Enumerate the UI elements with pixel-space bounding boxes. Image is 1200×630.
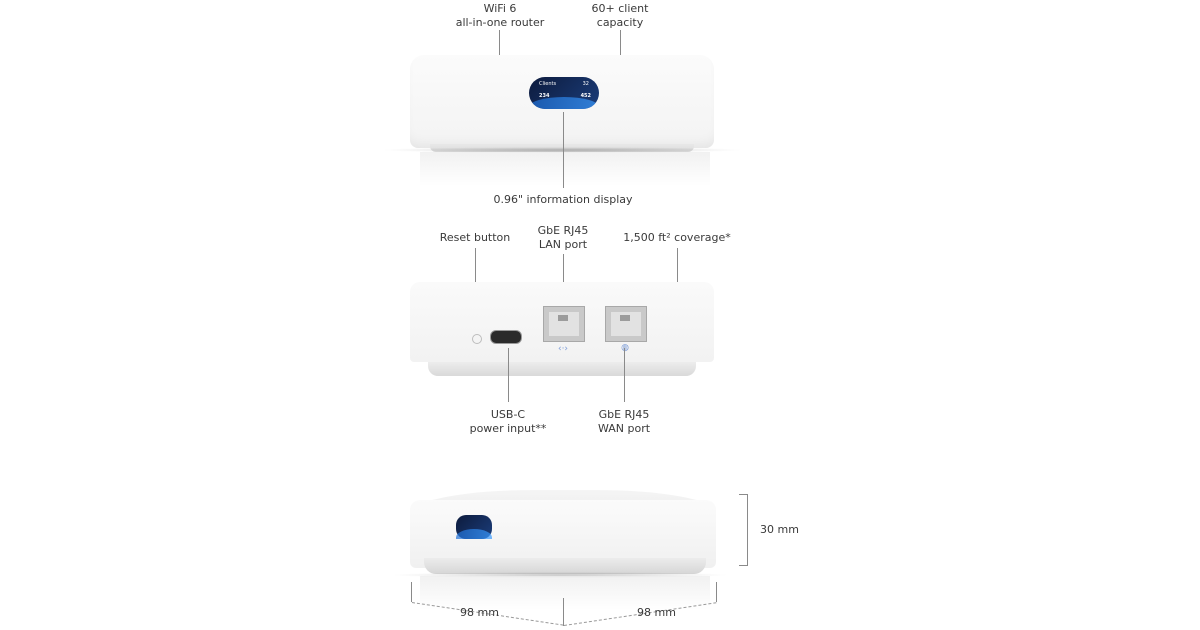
callout-coverage: 1,500 ft² coverage*	[623, 231, 731, 244]
width-dimension-label: 98 mm	[460, 606, 499, 619]
leader-lan	[563, 254, 564, 306]
leader-wan	[624, 348, 625, 402]
router-perspective-view	[410, 500, 716, 574]
callout-reset: Reset button	[439, 231, 511, 244]
width-tick-right	[716, 582, 717, 602]
height-tick-top	[739, 494, 747, 495]
lan-icon: ‹·›	[557, 344, 569, 354]
globe-icon: ◍	[615, 343, 635, 353]
callout-wan: GbE RJ45 WAN port	[597, 408, 651, 435]
usb-c-port	[490, 330, 522, 344]
wan-port	[605, 306, 647, 342]
leader-usbc	[508, 348, 509, 402]
height-dimension-label: 30 mm	[760, 523, 799, 536]
height-tick-bottom	[739, 565, 747, 566]
reset-button	[472, 334, 482, 344]
depth-dimension-label: 98 mm	[637, 606, 676, 619]
lan-port	[543, 306, 585, 342]
perspective-shadow	[390, 572, 730, 578]
callout-wifi: WiFi 6 all-in-one router	[455, 2, 545, 29]
width-tick-center	[563, 598, 564, 626]
front-reflection	[420, 152, 710, 186]
width-tick-left	[411, 582, 412, 602]
screen-clients-count: 32	[582, 81, 589, 87]
screen-download: 234	[539, 93, 550, 99]
height-dimension-line	[747, 494, 748, 566]
leader-coverage	[677, 248, 678, 282]
router-back-view: ‹·› ◍	[410, 282, 714, 376]
leader-clients	[620, 30, 621, 55]
screen-upload: 452	[580, 93, 591, 99]
callout-lan: GbE RJ45 LAN port	[537, 224, 589, 251]
screen-clients-label: Clients	[539, 81, 557, 87]
callout-clients: 60+ client capacity	[591, 2, 649, 29]
front-shadow	[380, 147, 744, 153]
information-display: Clients 32 234 452	[529, 77, 599, 109]
callout-usbc: USB-C power input**	[469, 408, 547, 435]
leader-display	[563, 112, 564, 188]
information-display-small	[456, 515, 492, 539]
router-front-view: Clients 32 234 452	[410, 55, 714, 152]
perspective-reflection	[420, 576, 710, 610]
callout-display: 0.96" information display	[493, 193, 633, 206]
leader-wifi	[499, 30, 500, 55]
